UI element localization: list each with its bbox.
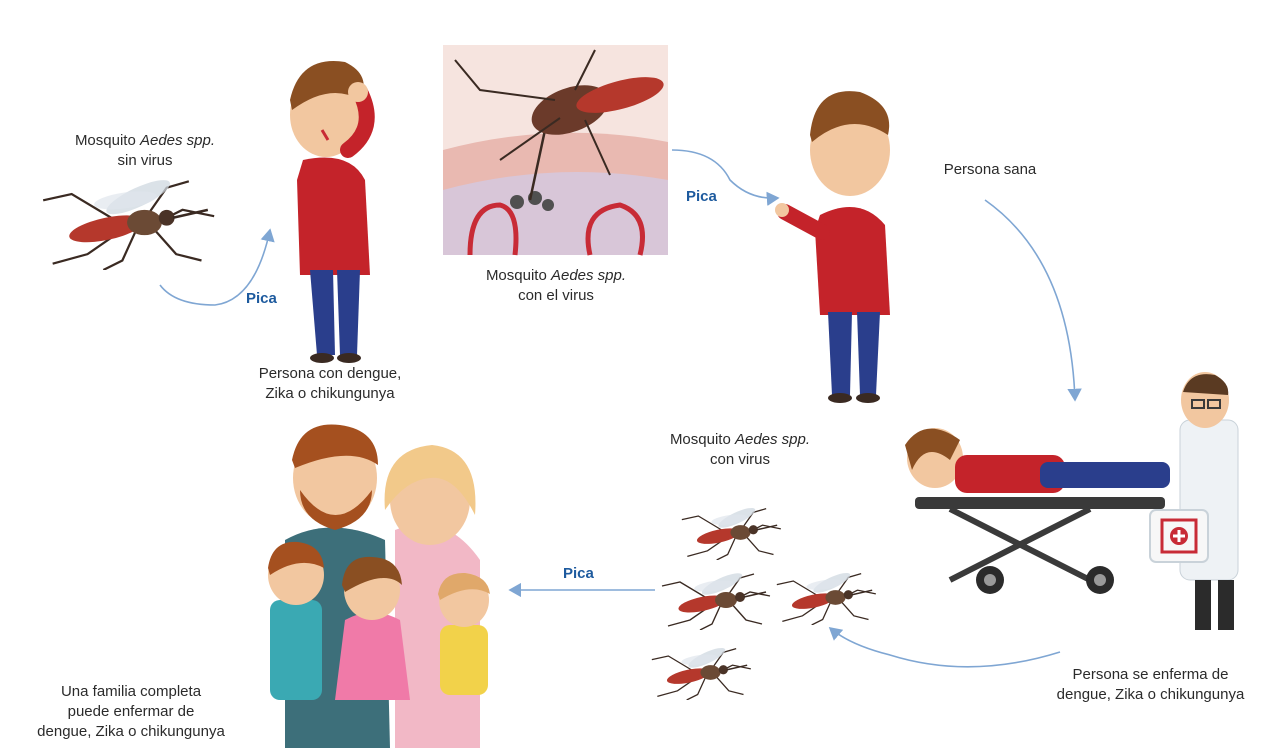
bite-closeup-illustration	[443, 45, 668, 255]
bite-label-3: Pica	[563, 565, 594, 582]
family-illustration	[268, 424, 490, 748]
bite-label-1: Pica	[246, 290, 277, 307]
label-mosquito-no-virus: Mosquito Aedes spp. sin virus	[40, 131, 250, 171]
label-sick-person: Persona con dengue, Zika o chikungunya	[240, 364, 420, 404]
healthy-person-illustration	[775, 91, 890, 403]
arrow-patient-to-mosquitoes	[830, 628, 1060, 667]
bite-label-2: Pica	[686, 188, 717, 205]
label-healthy-person: Persona sana	[930, 160, 1050, 180]
first-aid-kit-icon	[1150, 510, 1208, 562]
mosquito-no-virus-illustration	[43, 174, 214, 270]
arrow-healthy-to-sick	[985, 200, 1075, 400]
label-person-gets-sick: Persona se enferma de dengue, Zika o chi…	[1030, 665, 1271, 705]
sick-person-illustration	[290, 61, 370, 363]
stretcher-scene-illustration	[905, 372, 1238, 630]
label-infected-mosquitoes: Mosquito Aedes spp. con virus	[640, 430, 840, 470]
infected-mosquitoes-illustration	[652, 504, 876, 700]
label-family: Una familia completa puede enfermar de d…	[0, 682, 262, 742]
label-mosquito-with-virus: Mosquito Aedes spp. con el virus	[440, 266, 672, 306]
